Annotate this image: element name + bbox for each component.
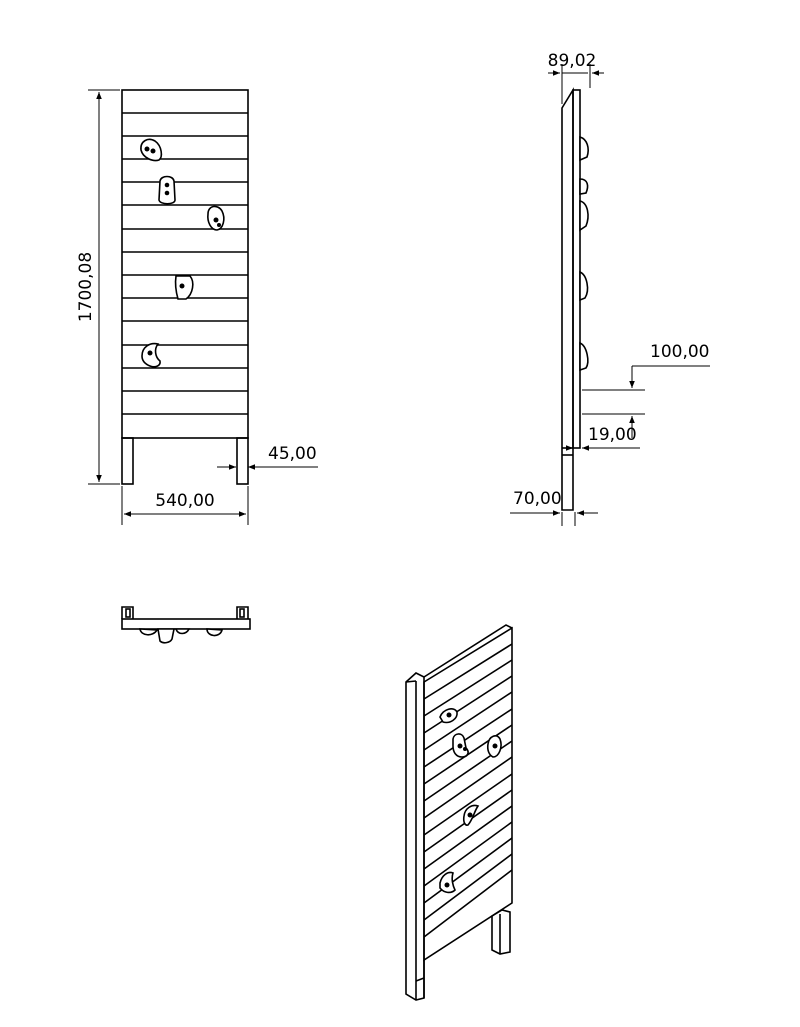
board-thickness-dimension-label: 19,00 bbox=[588, 425, 637, 445]
top-hold bbox=[139, 628, 159, 636]
top-left-post bbox=[121, 606, 134, 619]
front-climbing-hold bbox=[174, 275, 194, 300]
top-view bbox=[121, 606, 251, 644]
side-climbing-hold bbox=[579, 341, 589, 372]
front-right-post bbox=[236, 437, 249, 485]
height-dimension: 1700,08 bbox=[76, 89, 120, 485]
side-climbing-hold bbox=[579, 270, 589, 302]
top-board bbox=[121, 618, 251, 630]
board-thickness-dimension: 19,00 bbox=[562, 425, 640, 451]
iso-right-post bbox=[491, 909, 511, 955]
width-dimension: 540,00 bbox=[121, 486, 249, 525]
depth-dimension: 89,02 bbox=[548, 51, 604, 104]
front-view: 1700,08 540,00 45,00 bbox=[76, 89, 318, 525]
post-depth-dimension: 70,00 bbox=[510, 489, 598, 526]
hold-spacing-dimension: 100,00 bbox=[582, 342, 710, 438]
depth-dimension-label: 89,02 bbox=[548, 51, 597, 71]
top-hold bbox=[206, 628, 224, 637]
iso-climbing-hold bbox=[439, 871, 456, 894]
iso-climbing-hold bbox=[439, 708, 458, 724]
front-climbing-hold bbox=[140, 138, 163, 162]
front-climbing-hold bbox=[207, 205, 225, 231]
iso-left-post bbox=[405, 672, 425, 1001]
side-backboard bbox=[572, 89, 581, 449]
iso-climbing-hold bbox=[462, 804, 480, 826]
top-right-post bbox=[236, 606, 249, 619]
hold-spacing-dimension-label: 100,00 bbox=[650, 342, 709, 362]
width-dimension-label: 540,00 bbox=[155, 491, 214, 511]
height-dimension-label: 1700,08 bbox=[76, 252, 96, 322]
iso-climbing-hold bbox=[452, 733, 469, 758]
post-width-dimension: 45,00 bbox=[217, 444, 318, 470]
top-hold bbox=[174, 628, 191, 635]
front-climbing-hold bbox=[141, 342, 161, 368]
front-climbing-hold bbox=[158, 175, 176, 205]
post-depth-dimension-label: 70,00 bbox=[513, 489, 562, 509]
post-width-dimension-label: 45,00 bbox=[268, 444, 317, 464]
front-left-post bbox=[121, 437, 134, 485]
front-plank-lines bbox=[122, 112, 248, 415]
side-view: 89,02 100,00 19,00 70,00 bbox=[510, 51, 710, 526]
isometric-view bbox=[405, 624, 513, 1001]
side-post bbox=[561, 87, 574, 511]
side-climbing-hold bbox=[579, 178, 589, 232]
iso-panel-outline bbox=[423, 626, 513, 962]
top-hold bbox=[157, 628, 175, 644]
side-climbing-hold bbox=[579, 135, 589, 162]
front-panel-outline bbox=[121, 89, 249, 439]
iso-climbing-hold bbox=[486, 735, 502, 758]
iso-plank-lines bbox=[423, 643, 513, 938]
